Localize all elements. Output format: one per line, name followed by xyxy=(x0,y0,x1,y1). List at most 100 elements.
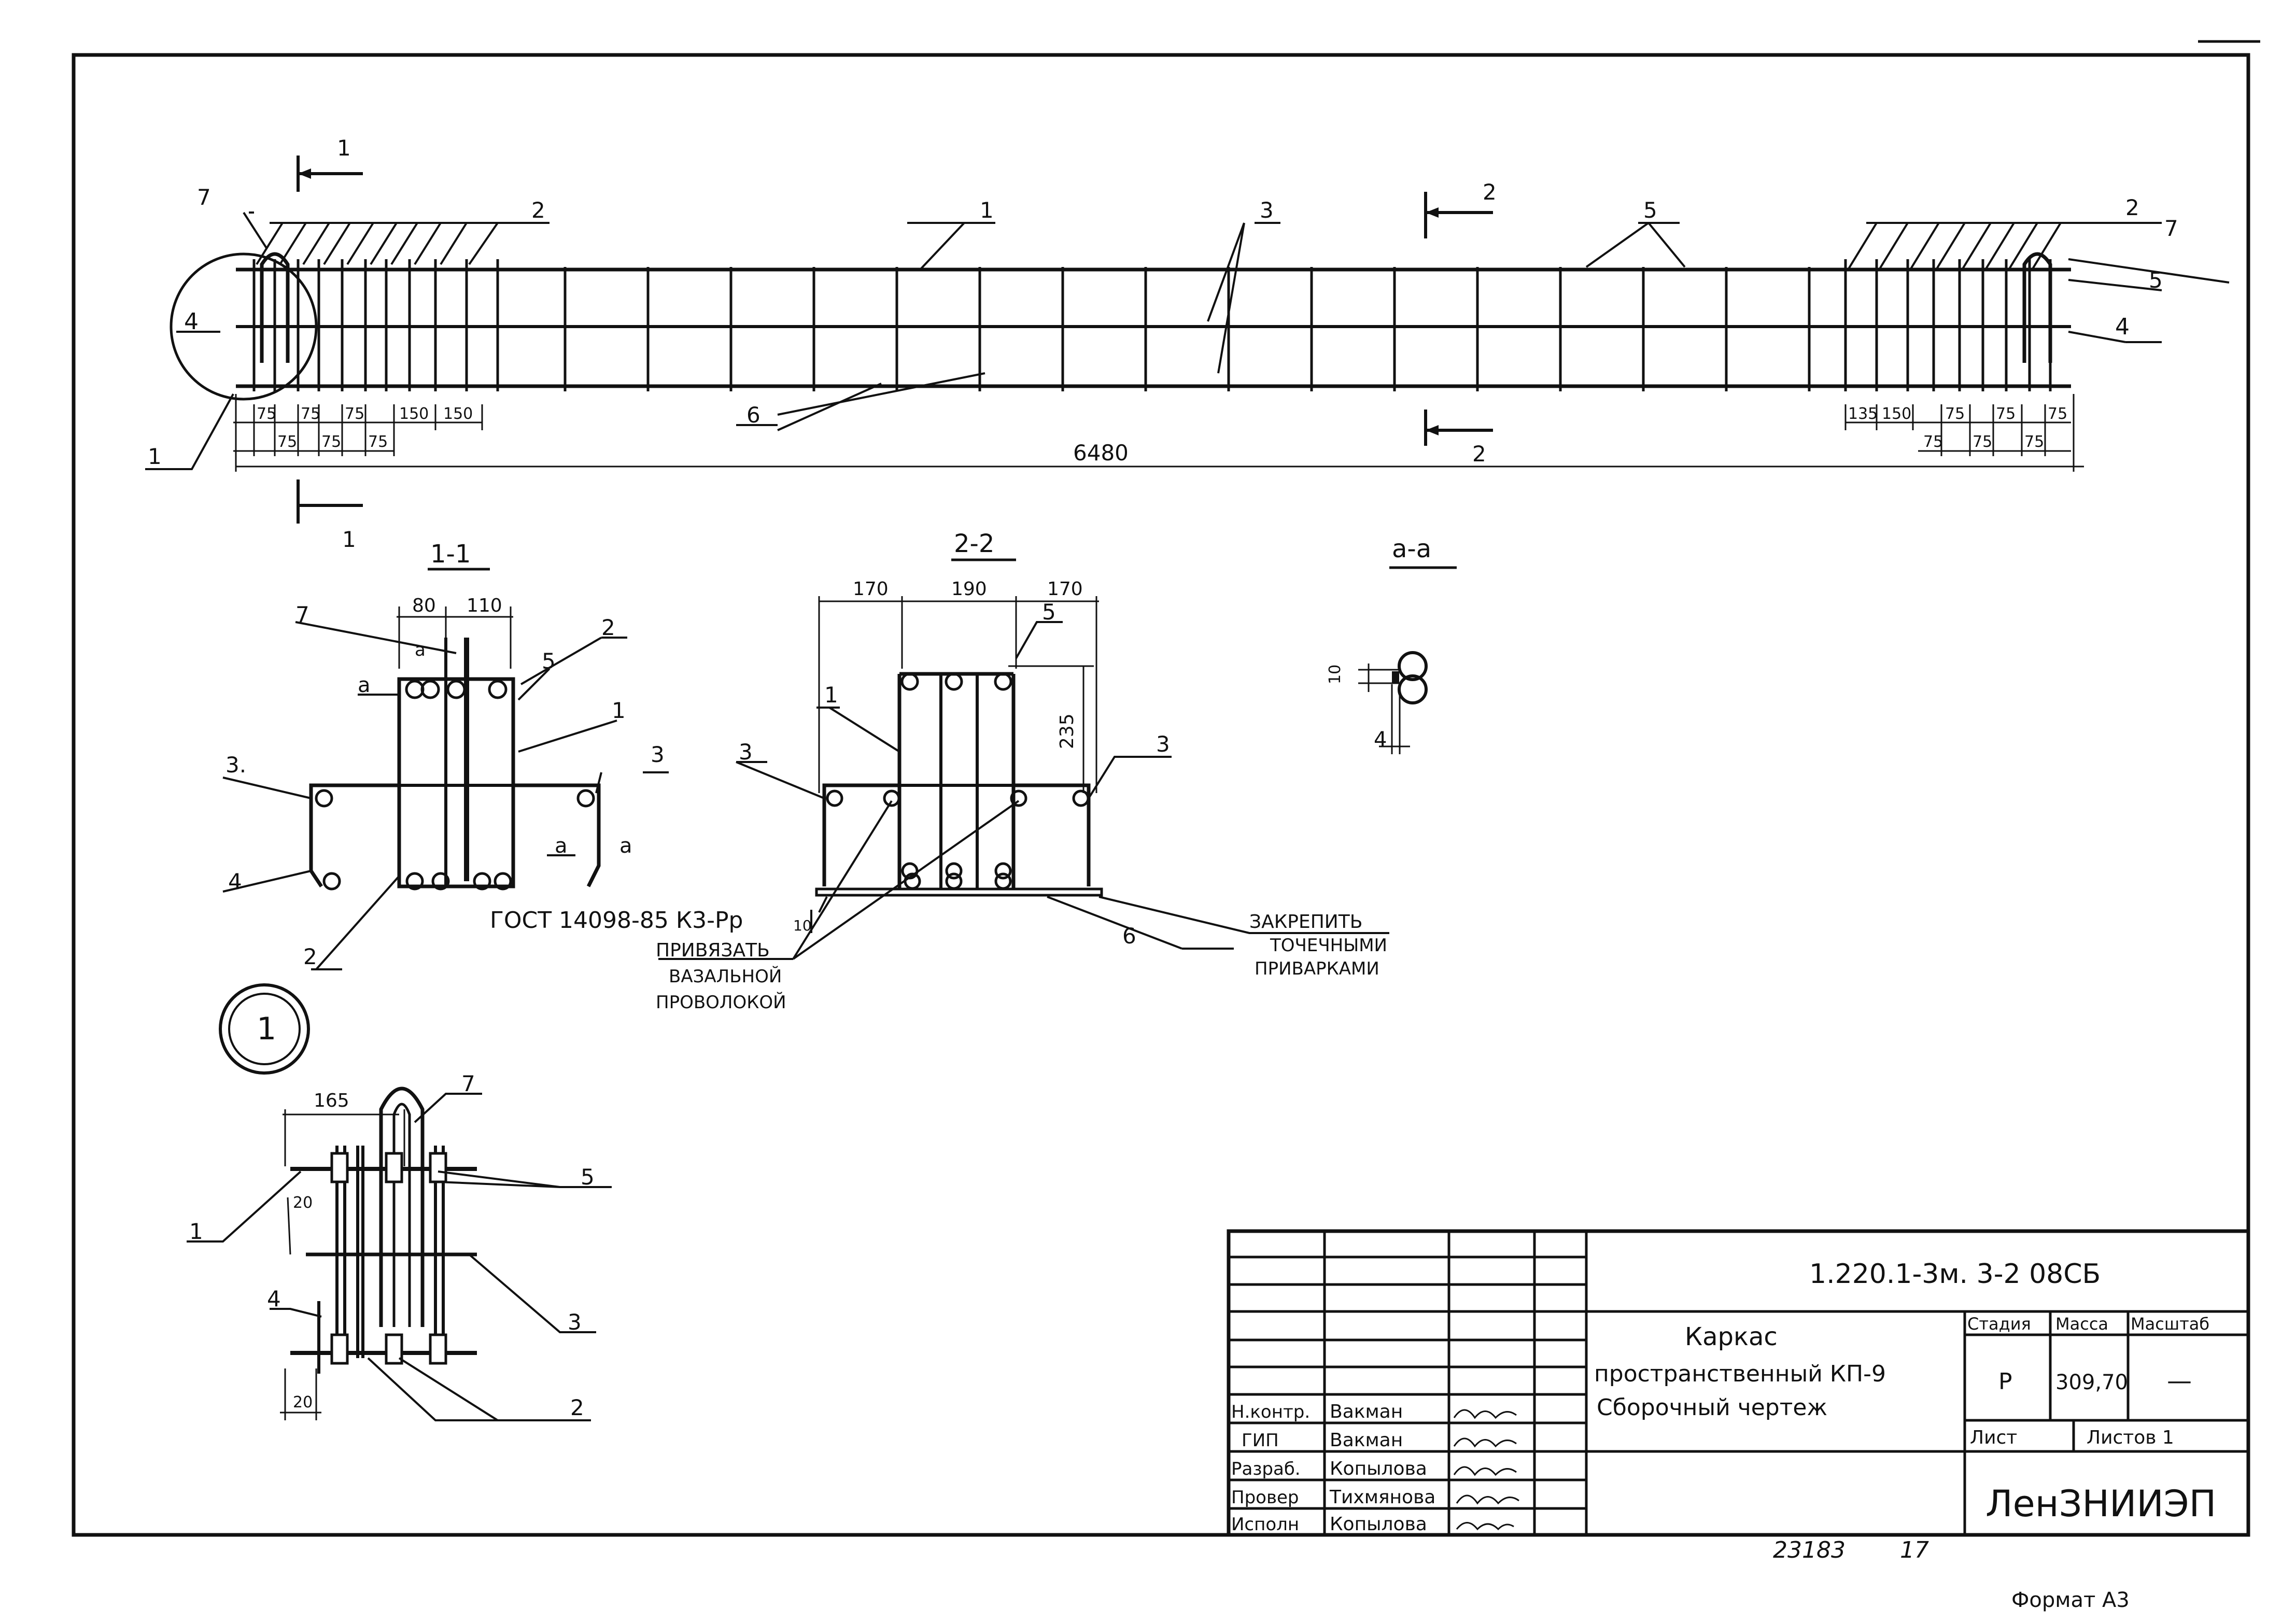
svg-text:2: 2 xyxy=(1472,441,1486,467)
svg-text:110: 110 xyxy=(467,595,502,616)
callout-1-left: 1 xyxy=(148,444,162,469)
svg-text:Копылова: Копылова xyxy=(1330,1458,1427,1479)
section-2-2-title: 2-2 xyxy=(954,529,994,558)
section-2-2: 2-2 170 190 170 235 xyxy=(656,529,1389,1013)
svg-text:4: 4 xyxy=(267,1286,281,1311)
note-spot-weld: ЗАКРЕПИТЬ ТОЧЕЧНЫМИ ПРИВАРКАМИ xyxy=(1249,911,1387,979)
node-1-label: 1 xyxy=(257,1011,276,1047)
overall-length: 6480 xyxy=(1073,440,1129,465)
left-leader-fan xyxy=(256,222,550,265)
page-number: 17 xyxy=(1900,1537,1929,1563)
sheet-frame xyxy=(72,53,2250,1537)
format-label: Формат А3 xyxy=(2011,1588,2130,1612)
svg-text:75: 75 xyxy=(1973,433,1992,451)
svg-text:3: 3 xyxy=(651,742,665,767)
svg-text:75: 75 xyxy=(1923,433,1943,451)
svg-text:1: 1 xyxy=(337,135,351,161)
svg-text:75: 75 xyxy=(301,405,320,423)
svg-text:20: 20 xyxy=(293,1194,313,1212)
dims-right-bottom: 75 75 75 xyxy=(1923,433,2044,451)
stirrups xyxy=(564,267,1811,391)
section-mark-2-bottom: 2 xyxy=(1424,410,1493,467)
svg-text:1: 1 xyxy=(342,527,356,552)
mass-value: 309,70 xyxy=(2055,1371,2128,1394)
svg-text:1: 1 xyxy=(189,1219,203,1244)
svg-text:10: 10 xyxy=(793,917,812,934)
elevation-leaders xyxy=(145,211,2230,470)
svg-text:5: 5 xyxy=(1042,599,1056,625)
svg-text:75: 75 xyxy=(345,405,364,423)
left-end-loop xyxy=(260,252,290,363)
svg-text:75: 75 xyxy=(2048,405,2067,423)
title-block: 1.220.1-3м. 3-2 08СБ Каркас пространстве… xyxy=(1227,1229,2250,1537)
right-end-loop xyxy=(2022,252,2052,363)
svg-text:165: 165 xyxy=(314,1090,349,1111)
title-line-3: Сборочный чертеж xyxy=(1597,1394,1827,1421)
svg-text:1: 1 xyxy=(824,682,838,708)
svg-text:135: 135 xyxy=(1848,405,1878,423)
svg-text:a: a xyxy=(415,640,426,660)
stage-header: Стадия xyxy=(1967,1314,2031,1334)
node-1-circle xyxy=(219,983,310,1075)
organization: ЛенЗНИИЭП xyxy=(1985,1483,2216,1525)
callout-1-top: 1 xyxy=(980,197,994,223)
sheets-label: Листов 1 xyxy=(2087,1427,2174,1448)
svg-text:4: 4 xyxy=(228,869,242,894)
svg-text:4: 4 xyxy=(1374,728,1387,752)
callout-7-right: 7 xyxy=(2164,216,2178,241)
section-2-2-height: 235 xyxy=(1057,713,1078,749)
svg-text:a: a xyxy=(358,673,371,697)
svg-text:ЗАКРЕПИТЬ: ЗАКРЕПИТЬ xyxy=(1249,911,1362,933)
svg-text:2: 2 xyxy=(570,1395,584,1420)
sheet-label: Лист xyxy=(1970,1427,2017,1448)
svg-text:6: 6 xyxy=(1122,923,1136,949)
section-mark-1-bottom: 1 xyxy=(297,479,363,552)
svg-text:2: 2 xyxy=(1483,179,1497,205)
callout-5-right: 5 xyxy=(2149,267,2163,293)
callout-4-right: 4 xyxy=(2115,314,2130,340)
title-line-1: Каркас xyxy=(1685,1322,1778,1351)
svg-text:75: 75 xyxy=(1996,405,2016,423)
callout-2-left: 2 xyxy=(531,197,545,223)
right-leader-fan xyxy=(1847,222,2136,271)
node-1-detail: 1 165 20 20 xyxy=(187,983,612,1421)
svg-text:3: 3 xyxy=(739,739,753,765)
svg-text:Разраб.: Разраб. xyxy=(1231,1459,1301,1479)
svg-text:10: 10 xyxy=(1326,665,1344,684)
svg-text:3.: 3. xyxy=(226,752,246,778)
section-a-a-title: a-a xyxy=(1392,534,1431,563)
svg-text:1: 1 xyxy=(612,698,626,723)
stage-value: Р xyxy=(1998,1368,2012,1395)
section-1-1: 1-1 80 110 xyxy=(222,540,743,970)
left-end-stirrups xyxy=(252,259,499,391)
svg-text:Вакман: Вакман xyxy=(1330,1401,1403,1422)
gost-note: ГОСТ 14098-85 К3-Рр xyxy=(490,907,743,934)
svg-text:20: 20 xyxy=(293,1393,313,1412)
scale-header: Масштаб xyxy=(2131,1314,2209,1334)
svg-text:a: a xyxy=(555,834,568,858)
callout-5-top: 5 xyxy=(1643,197,1657,223)
svg-text:ПРИВАРКАМИ: ПРИВАРКАМИ xyxy=(1255,958,1379,979)
section-1-1-title: 1-1 xyxy=(430,540,471,569)
svg-text:2: 2 xyxy=(601,615,615,640)
svg-text:80: 80 xyxy=(412,595,436,616)
svg-text:ПРИВЯЗАТЬ: ПРИВЯЗАТЬ xyxy=(656,940,770,961)
svg-text:150: 150 xyxy=(443,405,473,423)
callout-7-left: 7 xyxy=(197,185,211,210)
drawing-code: 1.220.1-3м. 3-2 08СБ xyxy=(1809,1259,2101,1290)
note-tie-wire: ПРИВЯЗАТЬ ВАЗАЛЬНОЙ ПРОВОЛОКОЙ xyxy=(656,940,786,1013)
svg-text:7: 7 xyxy=(461,1071,475,1096)
svg-text:75: 75 xyxy=(2024,433,2044,451)
svg-text:Тихмянова: Тихмянова xyxy=(1329,1487,1435,1508)
svg-text:ГИП: ГИП xyxy=(1242,1430,1279,1451)
svg-text:75: 75 xyxy=(368,433,388,451)
svg-text:7: 7 xyxy=(295,602,309,627)
mass-header: Масса xyxy=(2055,1314,2108,1334)
scale-value: — xyxy=(2167,1366,2192,1395)
svg-text:Н.контр.: Н.контр. xyxy=(1231,1402,1310,1422)
dims-left-top: 75 75 75 150 150 xyxy=(257,405,473,423)
inventory-number: 23183 xyxy=(1773,1537,1846,1563)
svg-text:75: 75 xyxy=(257,405,276,423)
elevation-view: 7 2 1 3 5 2 7 5 4 4 1 6 1 1 2 2 xyxy=(145,135,2230,552)
